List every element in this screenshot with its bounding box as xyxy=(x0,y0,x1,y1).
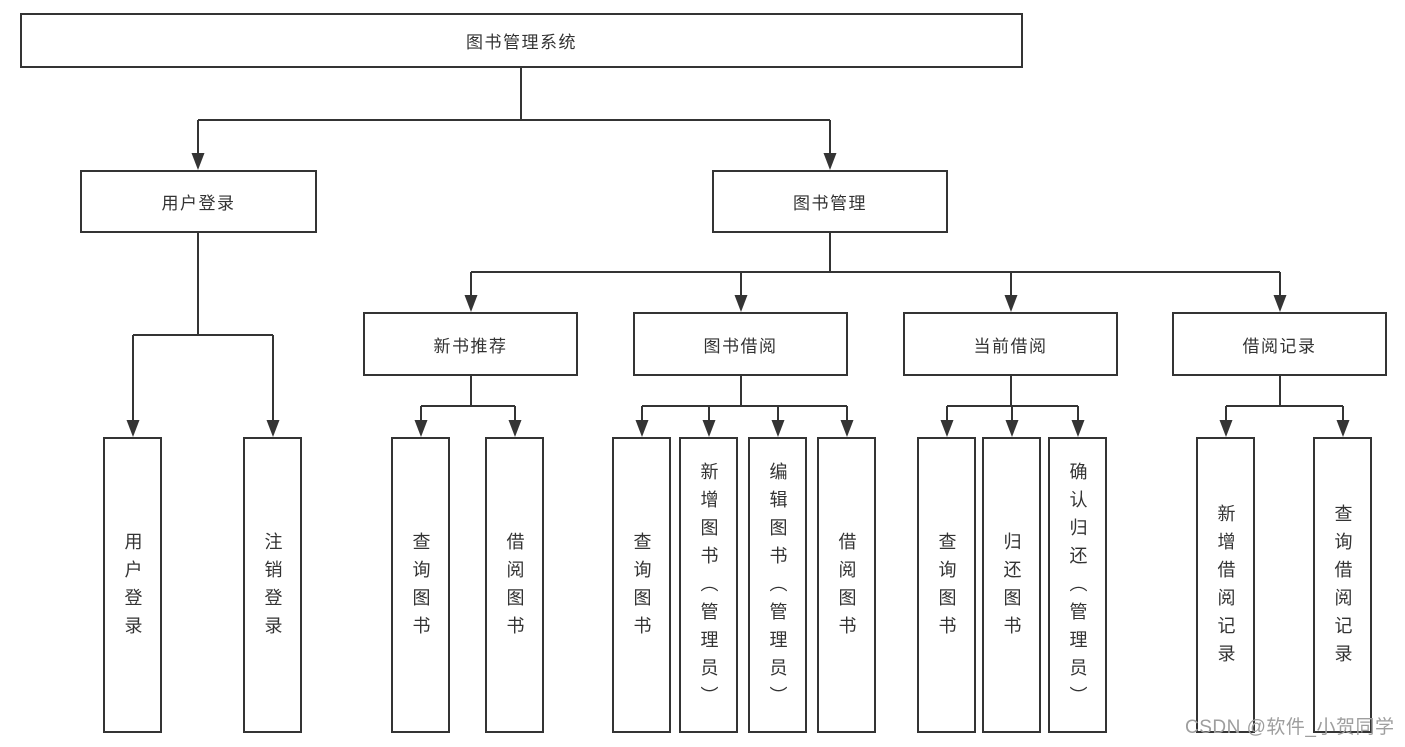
arrowhead-icon xyxy=(1219,420,1233,437)
connector-borrow-records-to-leaves xyxy=(1225,376,1344,421)
leaf-user-login: 用户登录 xyxy=(103,437,162,733)
node-user-login: 用户登录 xyxy=(80,170,317,233)
arrowhead-icon xyxy=(940,420,954,437)
arrowhead-icon xyxy=(508,420,522,437)
node-current-borrow: 当前借阅 xyxy=(903,312,1118,376)
leaf-add-borrow-record: 新增借阅记录 xyxy=(1196,437,1255,733)
leaf-query-books-borrow: 查询图书 xyxy=(612,437,671,733)
connector-book-management-to-level3 xyxy=(470,233,1281,296)
arrowhead-icon xyxy=(1273,295,1287,312)
node-new-book-recommend: 新书推荐 xyxy=(363,312,578,376)
arrowhead-icon xyxy=(126,420,140,437)
node-borrow-records: 借阅记录 xyxy=(1172,312,1387,376)
arrowhead-icon xyxy=(464,295,478,312)
leaf-borrow-books: 借阅图书 xyxy=(817,437,876,733)
leaf-add-book-admin: 新增图书（管理员） xyxy=(679,437,738,733)
leaf-logout: 注销登录 xyxy=(243,437,302,733)
node-book-borrow: 图书借阅 xyxy=(633,312,848,376)
leaf-query-books-current: 查询图书 xyxy=(917,437,976,733)
leaf-query-books-recommend: 查询图书 xyxy=(391,437,450,733)
connector-user-login-to-leaves xyxy=(132,233,274,421)
arrowhead-icon xyxy=(734,295,748,312)
leaf-return-book: 归还图书 xyxy=(982,437,1041,733)
leaf-borrow-books-recommend: 借阅图书 xyxy=(485,437,544,733)
arrowhead-icon xyxy=(1004,295,1018,312)
connector-root-to-level1 xyxy=(197,68,831,154)
arrowhead-icon xyxy=(414,420,428,437)
arrowhead-icon xyxy=(840,420,854,437)
arrowhead-icon xyxy=(1005,420,1019,437)
arrowhead-icon xyxy=(266,420,280,437)
csdn-watermark: CSDN @软件_小贺同学 xyxy=(1185,717,1395,738)
connector-current-borrow-to-leaves xyxy=(946,376,1079,421)
arrowhead-icon xyxy=(635,420,649,437)
arrowhead-icon xyxy=(1336,420,1350,437)
leaf-confirm-return-admin: 确认归还（管理员） xyxy=(1048,437,1107,733)
connector-new-book-to-leaves xyxy=(420,376,516,421)
arrowhead-icon xyxy=(191,153,205,170)
leaf-query-borrow-record: 查询借阅记录 xyxy=(1313,437,1372,733)
arrowhead-icon xyxy=(823,153,837,170)
node-root: 图书管理系统 xyxy=(20,13,1023,68)
node-book-management: 图书管理 xyxy=(712,170,948,233)
arrowhead-icon xyxy=(1071,420,1085,437)
arrowhead-icon xyxy=(771,420,785,437)
leaf-edit-book-admin: 编辑图书（管理员） xyxy=(748,437,807,733)
arrowhead-icon xyxy=(702,420,716,437)
connector-book-borrow-to-leaves xyxy=(641,376,848,421)
